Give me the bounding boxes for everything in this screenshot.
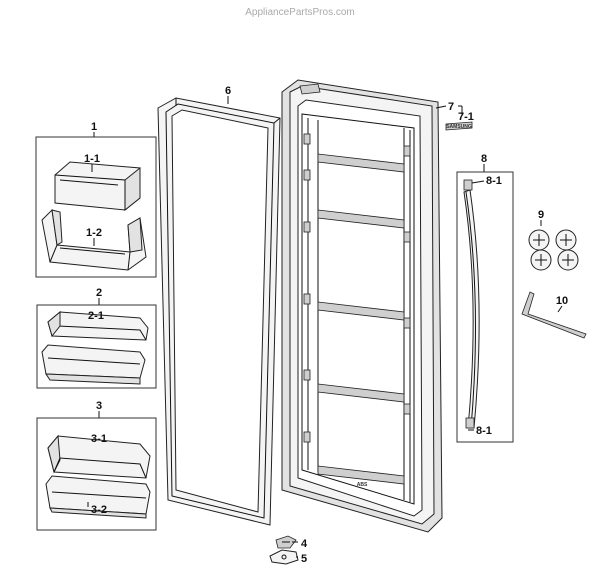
label-part-2-1: 2-1 xyxy=(88,310,104,322)
nameplate-text: SAMSUNG xyxy=(446,124,472,130)
label-part-1-2: 1-2 xyxy=(86,227,102,239)
handle-cap-bottom xyxy=(465,417,475,429)
nameplate-part-7-1: SAMSUNG xyxy=(445,121,473,131)
hinge-part-5 xyxy=(269,549,299,565)
watermark-text: AppliancePartsPros.com xyxy=(245,7,355,18)
bin-part-1-2 xyxy=(41,208,147,271)
part-group-2: 2 2-1 xyxy=(36,287,157,389)
liner-embossed-mark: ABS xyxy=(357,482,368,488)
handle-cap-top xyxy=(463,179,473,191)
label-part-4: 4 xyxy=(301,538,308,550)
label-part-1: 1 xyxy=(91,121,97,133)
leader-part-10 xyxy=(557,305,563,313)
screw-cap-3 xyxy=(530,249,552,271)
label-part-10: 10 xyxy=(556,295,568,307)
door-assembly-part-7: ABS xyxy=(281,79,443,533)
label-part-5: 5 xyxy=(301,553,307,565)
door-shelf-part-3-2 xyxy=(45,475,151,519)
screw-cap-2 xyxy=(555,229,577,251)
label-part-3-2: 3-2 xyxy=(91,504,107,516)
part-group-8: 8 8-1 8-1 xyxy=(456,153,514,443)
screw-cap-1 xyxy=(528,229,550,251)
label-part-7: 7 xyxy=(448,101,454,113)
part-group-1: 1 1-1 1-2 xyxy=(35,121,157,278)
hinge-part-4 xyxy=(275,535,297,549)
label-part-8: 8 xyxy=(481,153,487,165)
door-shelf-part-2-2 xyxy=(41,344,146,385)
door-gasket-part-6 xyxy=(157,97,281,526)
label-part-2: 2 xyxy=(96,287,102,299)
label-part-3: 3 xyxy=(96,400,102,412)
door-shelf-part-2-1 xyxy=(47,310,149,341)
leader-part-7 xyxy=(435,105,447,109)
label-part-9: 9 xyxy=(538,209,544,221)
part-group-10: 10 xyxy=(521,291,587,339)
rail-clips-left xyxy=(303,133,311,443)
leader-part-8-1-top xyxy=(471,180,485,184)
label-part-3-1: 3-1 xyxy=(91,433,107,445)
screw-cap-4 xyxy=(557,249,579,271)
rail-clips-right xyxy=(403,145,411,415)
part-group-9: 9 xyxy=(528,209,579,271)
callout-box-8 xyxy=(456,171,514,443)
bin-cover-part-1-1 xyxy=(54,161,141,212)
label-part-7-1: 7-1 xyxy=(458,111,474,123)
label-part-8-1-bottom: 8-1 xyxy=(476,425,492,437)
door-shelf-rails xyxy=(317,153,405,485)
door-shelf-part-3-1 xyxy=(47,434,151,479)
hex-wrench-part-10 xyxy=(521,291,587,339)
label-part-8-1-top: 8-1 xyxy=(486,175,502,187)
label-part-6: 6 xyxy=(225,85,231,97)
label-part-1-1: 1-1 xyxy=(84,153,100,165)
part-group-3: 3 3-1 3-2 xyxy=(36,400,157,531)
